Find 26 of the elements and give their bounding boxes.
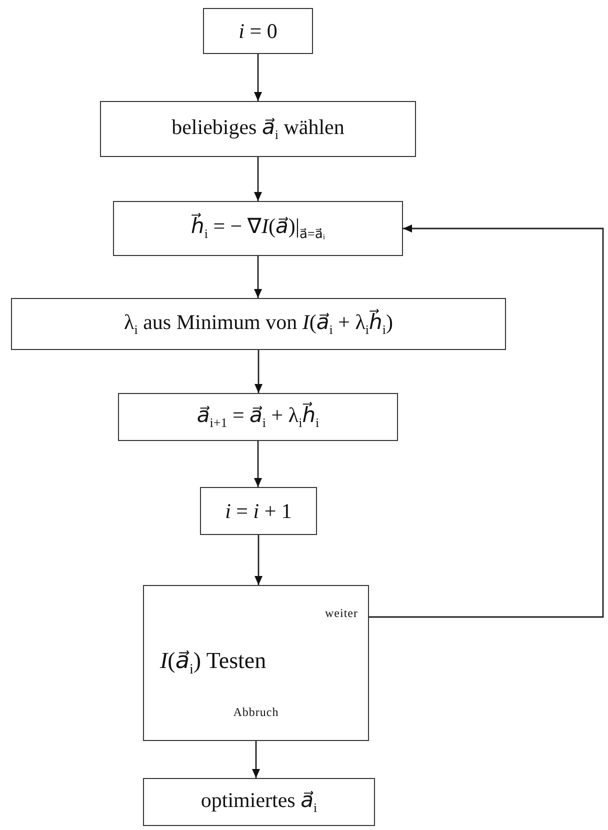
arrow — [254, 157, 262, 201]
arrow — [254, 256, 262, 298]
process-text: a⃗$_{i+1}$ = a⃗$_{i}$ + λ$_{i}$h⃗$_{i}$ — [196, 402, 320, 432]
arrow — [254, 441, 262, 487]
branch-label: Abbruch — [232, 705, 280, 720]
process-text: i = i + 1 — [225, 498, 292, 524]
arrow — [254, 535, 262, 585]
arrow — [254, 54, 262, 101]
process-text: i = 0 — [238, 18, 278, 44]
process-box — [11, 298, 506, 350]
branch-label: weiter — [325, 606, 358, 621]
process-text: λ$_{i}$ aus Minimum von I(a⃗$_{i}$ + λ$_{i}$h⃗$_{i}$) — [124, 310, 393, 338]
decision-text: I(a⃗$_{i}$) Testen — [160, 648, 266, 679]
arrow — [369, 224, 604, 618]
process-box — [200, 487, 317, 535]
arrow — [254, 350, 262, 393]
process-text: beliebiges a⃗$_{i}$ wählen — [172, 114, 344, 144]
arrow — [252, 741, 260, 778]
process-box — [143, 778, 375, 826]
process-box — [118, 393, 398, 441]
process-box — [100, 101, 416, 157]
decision-box — [143, 585, 369, 741]
process-text: h⃗$_{i}$ = − ∇I(a⃗)|$_{a⃗=a⃗ᵢ}$ — [191, 214, 325, 243]
process-box — [203, 8, 313, 54]
process-text: optimiertes a⃗$_{i}$ — [200, 788, 318, 816]
process-box — [113, 201, 403, 256]
